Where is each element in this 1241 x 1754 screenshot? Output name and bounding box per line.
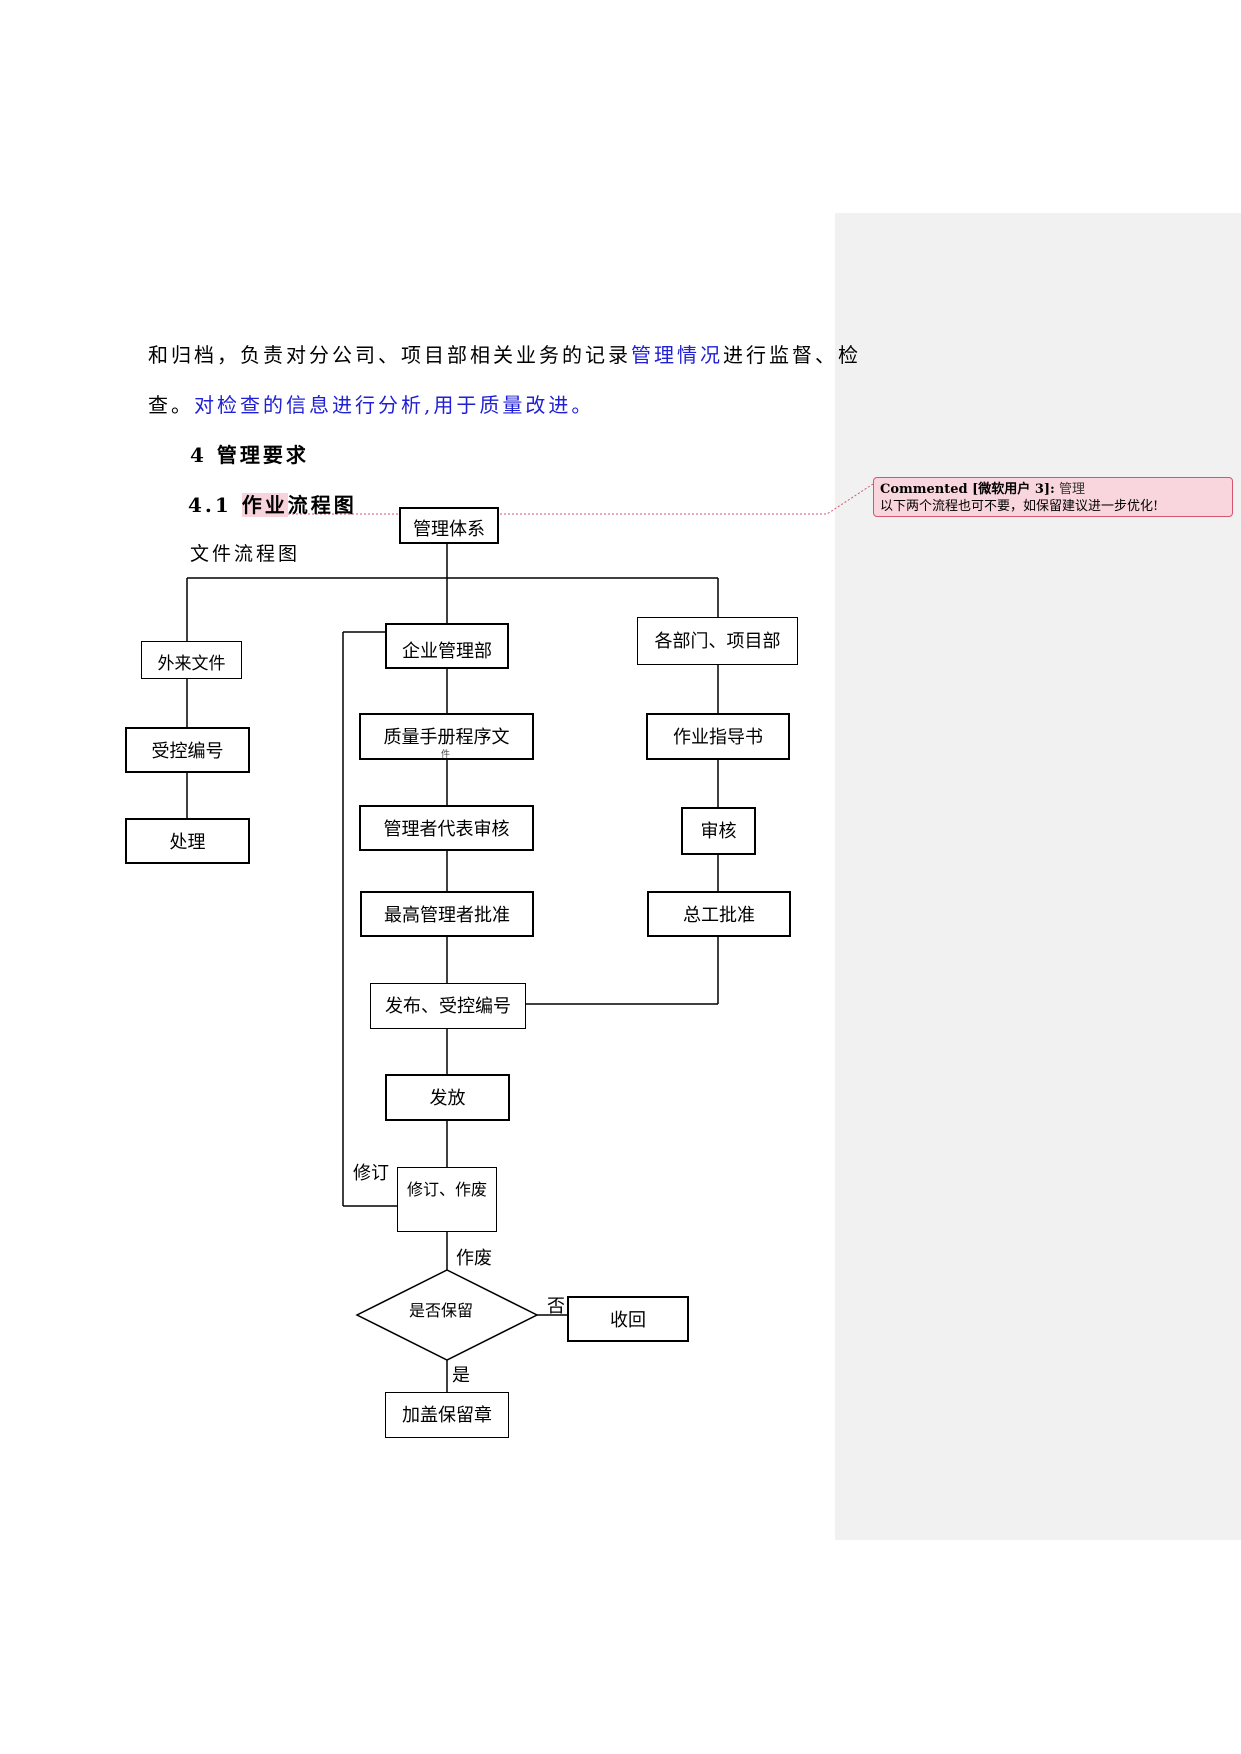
section-heading-4-1: 4.1 作业流程图: [188, 489, 357, 518]
comment-text: 以下两个流程也可不要，如保留建议进一步优化!: [880, 499, 1159, 514]
box-quality-manual-overflow: 件: [441, 750, 451, 760]
box-external-file: 外来文件: [141, 641, 242, 679]
comment-author: Commented [微软用户 3]:: [880, 482, 1055, 497]
label-yes: 是: [452, 1365, 470, 1386]
label-void: 作废: [456, 1248, 492, 1269]
decision-keep-label: 是否保留: [409, 1301, 474, 1320]
box-review: 审核: [681, 807, 756, 855]
box-top-approve: 最高管理者批准: [360, 891, 534, 937]
box-publish: 发布、受控编号: [370, 983, 526, 1029]
comment-quote: 管理: [1058, 482, 1085, 497]
box-distribute: 发放: [385, 1074, 510, 1121]
decision-diamond: [355, 1269, 539, 1361]
box-rep-review: 管理者代表审核: [359, 805, 534, 851]
box-chief-approve: 总工批准: [647, 891, 791, 937]
paragraph-text: 和归档，负责对分公司、项目部相关业务的记录: [148, 343, 631, 367]
paragraph-inserted-text: 管理情况: [631, 343, 723, 367]
box-quality-manual: 质量手册程序文: [359, 713, 534, 760]
paragraph-line-1: 和归档，负责对分公司、项目部相关业务的记录管理情况进行监督、检: [148, 339, 861, 368]
box-management-system: 管理体系: [399, 507, 499, 544]
box-enterprise-dept: 企业管理部: [385, 623, 509, 669]
heading-text: 流程图: [287, 493, 357, 517]
comment-pane: [835, 213, 1241, 1540]
box-work-instruction: 作业指导书: [646, 713, 790, 760]
box-revise-void: 修订、作废: [397, 1167, 497, 1232]
label-no: 否: [547, 1296, 565, 1317]
box-recall: 收回: [567, 1296, 689, 1342]
paragraph-text: 查。: [148, 393, 194, 417]
section-heading-4: 4 管理要求: [190, 443, 309, 467]
paragraph-line-2: 查。对检查的信息进行分析,用于质量改进。: [148, 389, 594, 418]
box-stamp: 加盖保留章: [385, 1392, 509, 1438]
commented-text[interactable]: 作业: [241, 493, 288, 517]
box-controlled-number: 受控编号: [125, 727, 250, 773]
box-handle: 处理: [125, 818, 250, 864]
paragraph-inserted-text: 对检查的信息进行分析,用于质量改进。: [194, 393, 595, 417]
label-revise: 修订: [353, 1163, 389, 1184]
comment-bubble[interactable]: Commented [微软用户 3]: 管理 以下两个流程也可不要，如保留建议进…: [873, 477, 1233, 517]
heading-number: 4.1: [188, 493, 242, 517]
paragraph-text: 进行监督、检: [723, 343, 861, 367]
sub-heading-file-flow: 文件流程图: [190, 543, 301, 565]
box-depts-projects: 各部门、项目部: [637, 617, 798, 665]
